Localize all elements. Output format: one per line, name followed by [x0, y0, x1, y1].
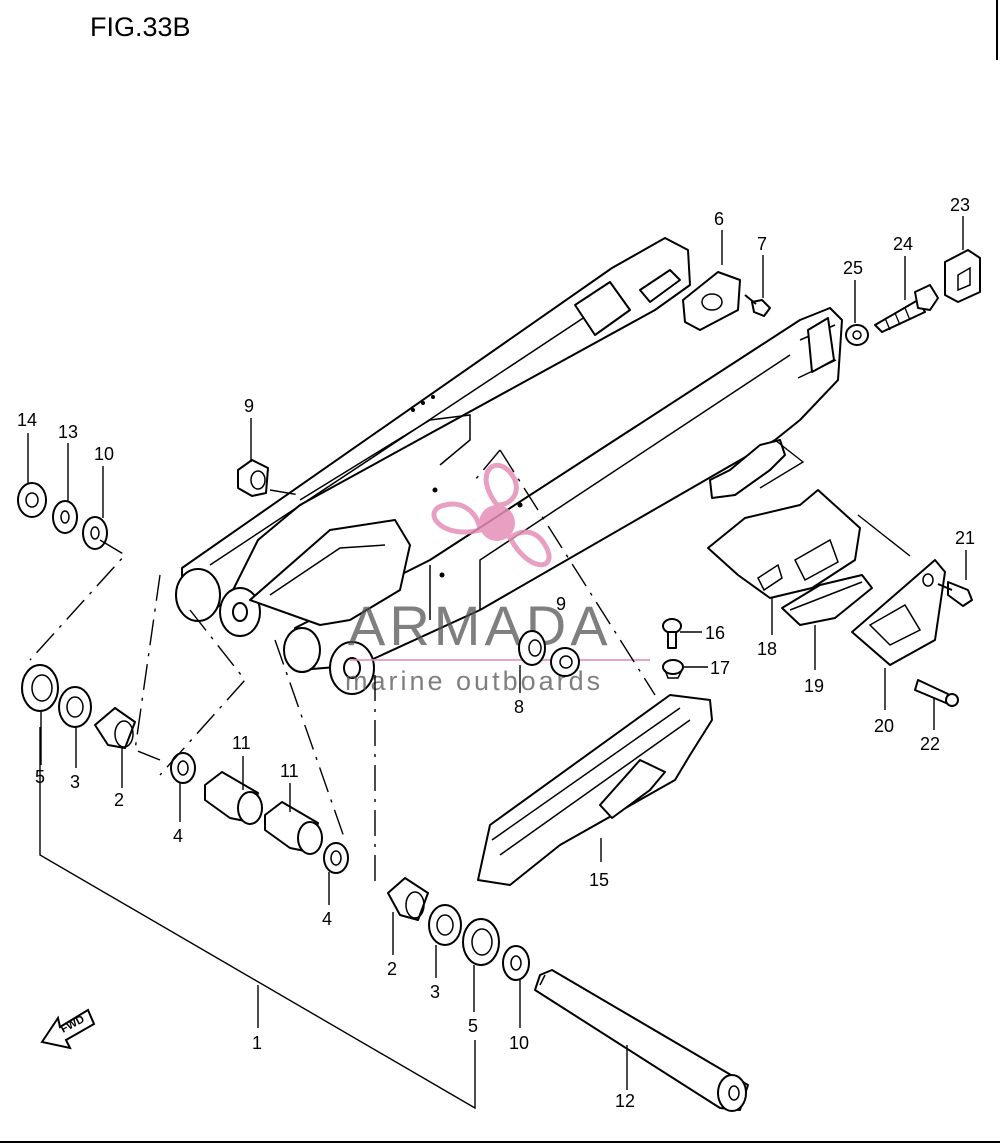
callout-11-right: 11 — [280, 761, 299, 781]
part-16-screw — [662, 618, 682, 649]
armada-watermark: ARMADA marine outboards — [345, 462, 650, 696]
part-9-bush-top — [237, 459, 269, 497]
part-19-guide-pad — [781, 574, 873, 626]
callout-19: 19 — [804, 676, 824, 696]
part-2-collar-right — [387, 877, 429, 921]
part-14-nut — [17, 482, 47, 518]
part-15-chain-slider — [477, 694, 713, 886]
callout-16: 16 — [705, 623, 725, 643]
part-20-guide-plate — [851, 559, 946, 666]
part-21-bolt — [937, 581, 973, 607]
part-4-bush-right — [323, 842, 349, 874]
callout-8: 8 — [514, 697, 524, 717]
part-5-seal-right — [462, 918, 500, 966]
part-23-cap — [944, 249, 981, 303]
part-17-grommet — [662, 659, 684, 679]
part-3-bearing-right — [428, 904, 462, 946]
fwd-arrow-icon: FWD — [40, 1008, 96, 1050]
callout-2-right: 2 — [387, 959, 397, 979]
assembly-lines — [27, 216, 967, 1110]
part-10-washer-right — [502, 945, 530, 981]
callout-12: 12 — [615, 1091, 635, 1111]
callout-5-right: 5 — [468, 1016, 478, 1036]
part-18-guide-bracket — [707, 489, 861, 599]
callout-9-right: 9 — [556, 594, 566, 614]
part-8-collar — [518, 630, 546, 666]
callout-4-left: 4 — [173, 826, 183, 846]
callout-24: 24 — [893, 234, 913, 254]
part-11-sleeve-1 — [204, 771, 263, 825]
callout-7: 7 — [757, 234, 767, 254]
part-12-pivot-shaft — [534, 969, 749, 1112]
callout-25: 25 — [843, 258, 863, 278]
callout-20: 20 — [874, 716, 894, 736]
callout-21: 21 — [955, 528, 975, 548]
part-25-nut — [845, 324, 869, 346]
callout-10-top: 10 — [94, 444, 114, 464]
part-4-bush-left — [170, 752, 196, 784]
part-10-washer-left — [82, 516, 108, 550]
callout-17: 17 — [710, 658, 730, 678]
callout-4-right: 4 — [322, 909, 332, 929]
callout-13: 13 — [58, 422, 78, 442]
swingarm-body — [175, 237, 843, 695]
callout-labels: 14 13 10 9 6 7 25 24 23 21 16 17 9 8 18 … — [17, 195, 975, 1111]
part-22-bolt — [914, 679, 959, 707]
callout-23: 23 — [950, 195, 970, 215]
callout-3-right: 3 — [430, 982, 440, 1002]
part-13-washer — [52, 500, 78, 534]
part-5-seal-left — [21, 664, 59, 712]
part-6-adjuster-plate — [682, 271, 741, 331]
part-2-collar-left — [94, 707, 136, 749]
callout-18: 18 — [757, 639, 777, 659]
callout-11-left: 11 — [232, 733, 251, 753]
watermark-brand: ARMADA — [348, 594, 612, 657]
callout-14: 14 — [17, 410, 37, 430]
part-7-screw — [744, 294, 771, 317]
part-3-bearing-left — [58, 686, 92, 728]
part-11-sleeve-2 — [264, 801, 323, 855]
figure-title: FIG.33B — [90, 12, 191, 42]
part-9-bush-right — [550, 647, 580, 677]
callout-22: 22 — [920, 734, 940, 754]
callout-2-left: 2 — [114, 790, 124, 810]
callout-9-top: 9 — [244, 396, 254, 416]
callout-6: 6 — [714, 209, 724, 229]
callout-1: 1 — [252, 1033, 262, 1053]
callout-10-right: 10 — [509, 1033, 529, 1053]
callout-15: 15 — [589, 870, 609, 890]
callout-3-left: 3 — [70, 772, 80, 792]
callout-5-left: 5 — [35, 767, 45, 787]
part-24-bolt — [874, 284, 939, 333]
propeller-logo — [431, 462, 552, 568]
